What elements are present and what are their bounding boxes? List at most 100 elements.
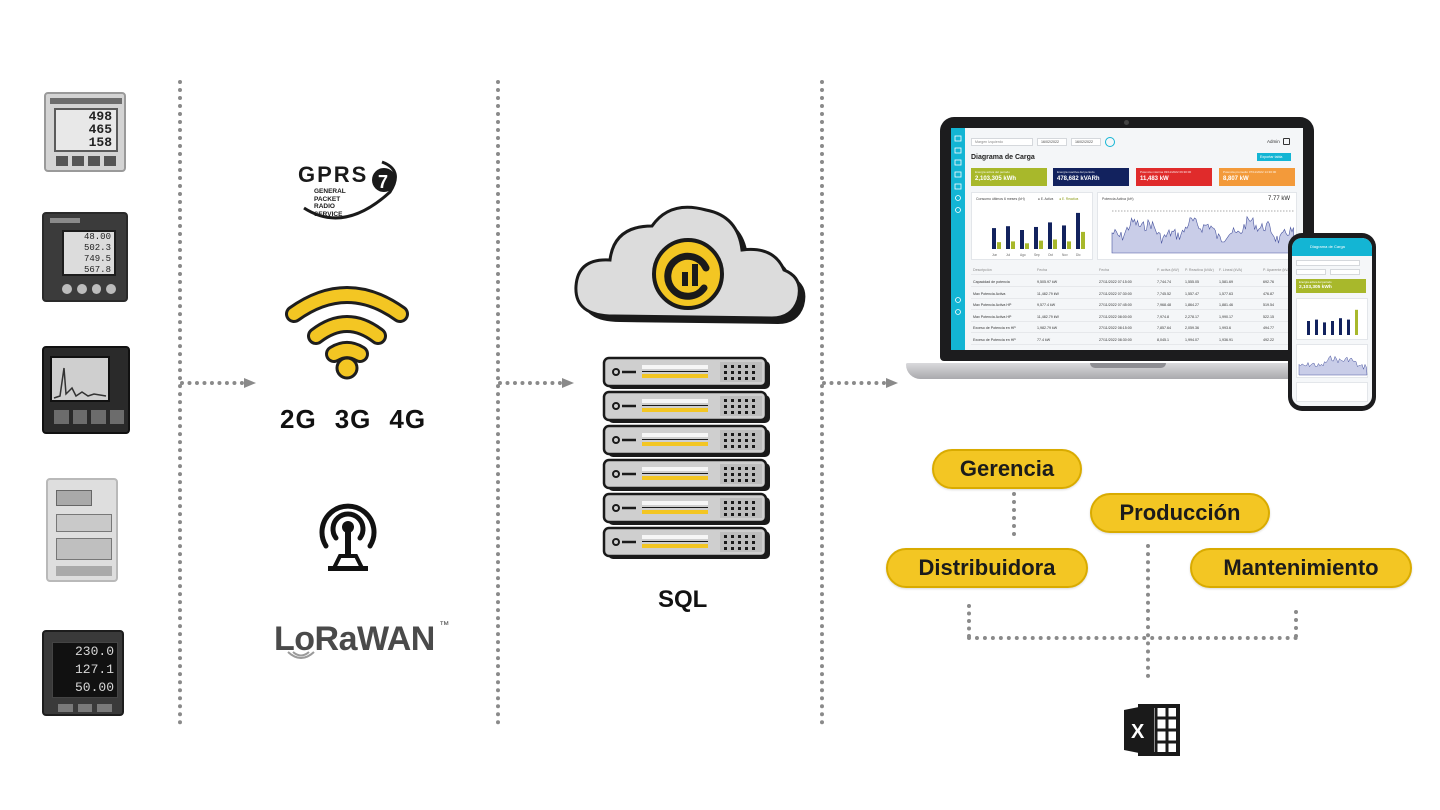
role-distribuidora: Distribuidora [886,548,1088,588]
table-cell: 9,505.97 kW [1037,280,1058,284]
separator-network [496,80,500,725]
line-chart-value: 7.77 kW [1268,196,1291,202]
bar-active [1062,225,1066,249]
export-table-button[interactable]: Exportar tabla [1257,153,1291,161]
table-cell: 7,745.52 [1157,291,1171,296]
server-unit [602,526,770,559]
network-generations: 2G 3G 4G [280,404,426,435]
phone-title: Diagrama de Carga [1310,244,1345,249]
bar-active [1076,212,1080,249]
table-cell: 476.87 [1263,291,1274,296]
logout-icon[interactable] [1283,138,1290,145]
meter-reading: 158 [88,135,112,150]
server-unit [602,492,770,525]
power-meter-2: 48.00 502.3 749.5 567.8 [42,212,128,302]
antenna-icon [319,503,377,571]
arrow-meters-to-network [180,378,256,388]
date-to-field[interactable]: 16/02/2022 [1071,138,1101,146]
phone-bar [1355,309,1358,335]
connector-distribuidora [967,604,971,638]
table-row[interactable]: Max Potencia Activa HP 9,577.4 kW 27/11/20… [971,300,1297,310]
plant-selector[interactable]: Margen Izquierdo [971,138,1033,146]
gprs-logo-line: PACKET [314,195,341,203]
connector-produccion [1146,544,1150,678]
table-cell: 522.15 [1263,314,1274,319]
bar-reactive [1081,231,1085,249]
table-cell: 1,557.47 [1185,291,1199,296]
table-cell: 1,864.27 [1185,303,1199,307]
table-cell: 27/11/2022 08:30:00 [1099,337,1132,342]
bar-month-label: Ago [1020,253,1026,257]
excel-icon: X [1124,704,1180,756]
bar-month-label: Sep [1034,253,1040,257]
sql-label: SQL [658,586,708,613]
lorawan-signal-icon [287,651,315,659]
table-cell: 27/11/2022 08:15:00 [1099,326,1132,330]
table-row[interactable]: Max Potencia Activa 11,482.79 kW 27/11/202… [971,289,1297,299]
meter-reading: 465 [88,122,112,137]
dashboard-sidebar[interactable] [951,128,965,350]
phone-kpi: Energía activa del periodo 2,103,305 kWh [1296,279,1366,293]
gprs-logo: GPRS GENERAL PACKET RADIO SERVICE 7 [294,146,406,230]
refresh-icon[interactable] [1105,137,1115,147]
table-cell: Max Potencia Activa [973,291,1006,296]
table-cell: 27/11/2022 07:30:00 [1099,291,1132,296]
lorawan-text: LoRaWAN [274,620,435,658]
bar-reactive [1011,241,1015,249]
power-meter-5: 230.0 127.1 50.00 [42,630,124,716]
dashboard-screen: Margen Izquierdo 16/02/2022 16/02/2022 A… [951,128,1303,350]
table-cell: 9,577.4 kW [1037,303,1056,307]
svg-text:X: X [1131,721,1145,743]
bar-active [1034,226,1038,249]
gprs-logo-line: SERVICE [314,210,343,218]
separator-server [820,80,824,725]
svg-text:7: 7 [378,172,388,192]
server-unit [602,356,770,389]
phone-bar [1323,322,1326,335]
table-cell: 27/11/2022 07:45:00 [1099,303,1132,307]
connector-gerencia [1012,492,1016,536]
table-cell: 1,982.79 kW [1037,326,1058,330]
user-name[interactable]: Admin [1267,139,1280,144]
bar-month-label: Jul [1006,253,1010,257]
gprs-logo-line: GENERAL [314,188,346,195]
power-meter-4 [46,478,118,582]
lorawan-logo: LoRaWAN ™ [274,620,449,659]
table-cell: 7,857.64 [1157,326,1171,330]
arrow-server-to-dashboard [822,378,898,388]
legend-reactive: ● E. Reactiva [1059,197,1079,201]
connector-bus [967,636,1298,640]
table-cell: 1,990.17 [1219,314,1233,319]
laptop-base [906,363,1346,379]
date-from-field[interactable]: 16/02/2022 [1037,138,1067,146]
meter-reading: 498 [88,109,112,124]
meter-reading: 48.00 [83,232,111,242]
phone-bar [1339,318,1342,335]
table-cell: 1,994.07 [1185,337,1199,342]
gprs-swoosh-icon: 7 [303,160,397,220]
table-cell: 692.76 [1263,280,1274,284]
phone-bar [1331,321,1334,335]
role-produccion: Producción [1090,493,1270,533]
meter-reading: 127.1 [74,662,114,677]
bar-active [1006,226,1010,249]
dashboard-title: Diagrama de Carga [971,154,1035,161]
lorawan-trademark: ™ [439,620,450,631]
bar-reactive [1039,240,1043,249]
power-meter-1: 498 465 158 [44,92,126,172]
table-cell: Max Potencia Activa HP [973,303,1012,307]
table-cell: 27/11/2022 07:15:00 [1099,280,1132,284]
bar-month-label: Oct [1048,253,1053,257]
table-cell: 11,482.79 kW [1037,291,1059,296]
active-power-chart: Potencia Activa (kH) 7.77 kW [1097,192,1297,260]
monthly-consumption-chart: Consumo últimos 6 meses (kH) ● E. Activa… [971,192,1093,260]
table-cell: 77.4 kW [1037,337,1051,342]
role-gerencia: Gerencia [932,449,1082,489]
